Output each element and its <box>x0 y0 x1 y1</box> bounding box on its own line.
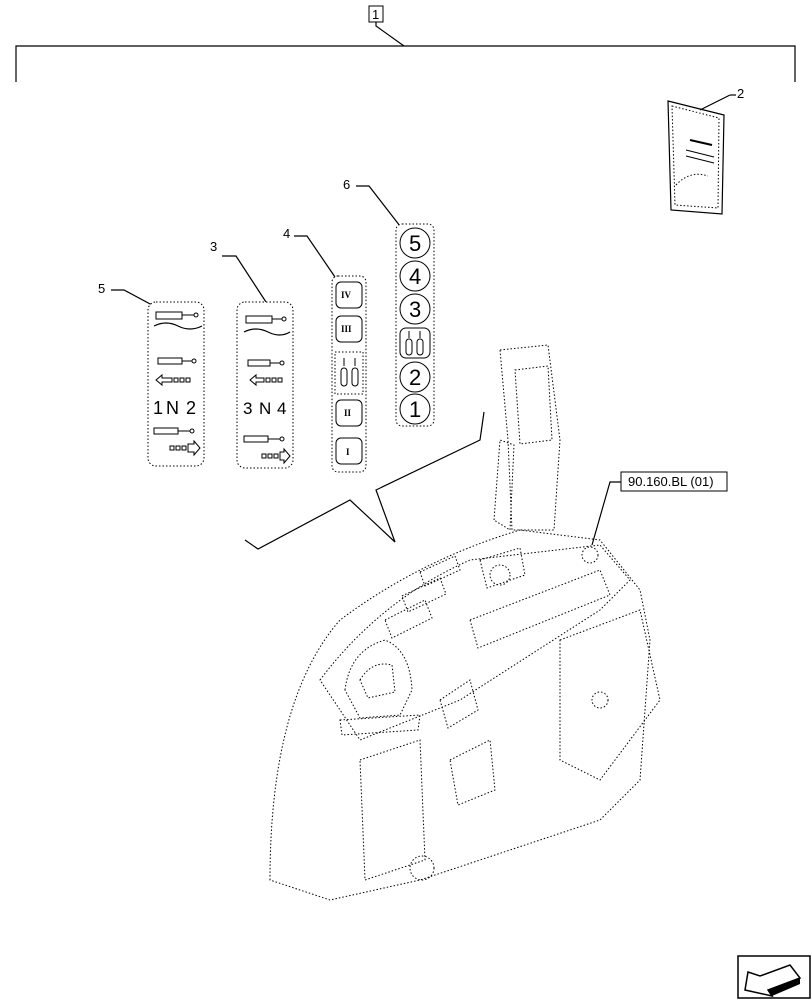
callout-2[interactable]: 2 <box>737 86 744 101</box>
cylinder-extend-icon <box>243 435 291 465</box>
assembly-bracket: 1 <box>15 5 796 82</box>
gear-num-3: 3 <box>409 297 421 322</box>
break-leader <box>244 411 485 550</box>
remote-valve-icon <box>340 358 359 387</box>
gear-num-4: 4 <box>409 264 421 289</box>
gear-num-1: 1 <box>409 397 421 422</box>
gear-label-II: II <box>344 408 352 418</box>
decal-5-label-right: 2 <box>186 398 196 418</box>
decal-5-label-mid: N <box>166 398 179 418</box>
decal-5-label-left: 1 <box>153 398 163 418</box>
decal-3-label-left: 3 <box>243 399 252 418</box>
gear-label-I: I <box>346 447 350 457</box>
operator-manual[interactable]: 2 <box>667 86 744 215</box>
callout-6[interactable]: 6 <box>343 177 350 192</box>
hydraulic-cylinder-float-icon <box>243 315 291 336</box>
decal-3-label-mid: N <box>259 399 271 418</box>
cylinder-retract-icon <box>155 357 197 387</box>
decal-4[interactable]: 4 IV III II I <box>283 226 367 473</box>
decal-6[interactable]: 6 5 4 3 2 1 <box>343 177 435 427</box>
reference-box[interactable]: 90.160.BL (01) <box>591 471 728 546</box>
nav-arrow-icon[interactable] <box>737 955 811 999</box>
callout-4[interactable]: 4 <box>283 226 290 241</box>
gear-label-III: III <box>341 324 352 334</box>
decal-3-label-right: 4 <box>277 399 286 418</box>
hydraulic-cylinder-float-icon <box>153 311 203 330</box>
decal-5[interactable]: 5 1 N 2 <box>98 281 205 467</box>
callout-1[interactable]: 1 <box>372 7 379 22</box>
cylinder-retract-icon <box>247 359 285 387</box>
decal-3[interactable]: 3 3 N 4 <box>210 239 294 469</box>
cylinder-extend-icon <box>153 427 201 457</box>
remote-valve-icon <box>405 331 424 356</box>
gear-num-5: 5 <box>409 231 421 256</box>
gear-label-IV: IV <box>341 290 352 300</box>
reference-label: 90.160.BL (01) <box>628 474 714 489</box>
console-assembly <box>269 344 661 901</box>
callout-3[interactable]: 3 <box>210 239 217 254</box>
gear-num-2: 2 <box>409 365 421 390</box>
callout-5[interactable]: 5 <box>98 281 105 296</box>
